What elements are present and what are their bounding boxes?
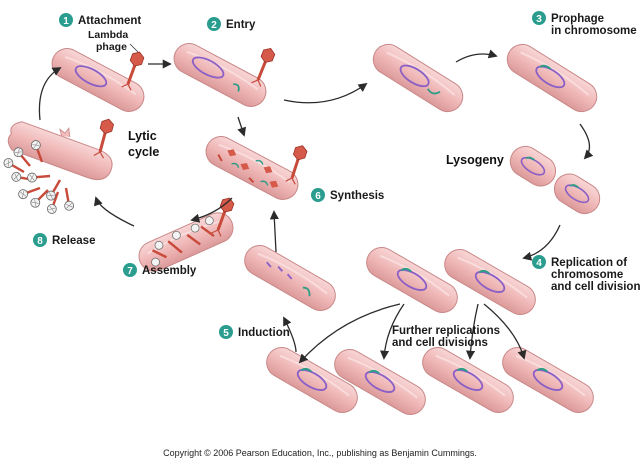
svg-text:cycle: cycle <box>128 145 159 159</box>
svg-text:Assembly: Assembly <box>142 265 197 277</box>
svg-text:Lytic: Lytic <box>128 129 157 143</box>
svg-text:4: 4 <box>536 258 542 269</box>
cell-bottom-3 <box>416 341 520 419</box>
step-6-label: 6 Synthesis <box>311 188 384 202</box>
svg-text:8: 8 <box>37 236 43 247</box>
svg-text:Attachment: Attachment <box>78 15 141 27</box>
svg-text:2: 2 <box>211 20 217 31</box>
svg-text:Lambda: Lambda <box>88 29 128 41</box>
cell-prophage <box>500 37 604 119</box>
step-5-label: 5 Induction <box>219 325 290 339</box>
step-4-label: 4 Replication of chromosome and cell div… <box>532 255 640 293</box>
svg-text:and cell divisions: and cell divisions <box>392 337 488 349</box>
step-1-label: 1 Attachment <box>59 13 141 27</box>
svg-text:Induction: Induction <box>238 327 290 339</box>
cell-dividing <box>509 145 601 215</box>
cell-bottom-2 <box>328 343 432 421</box>
svg-text:1: 1 <box>63 16 69 27</box>
svg-text:Prophage: Prophage <box>551 13 604 25</box>
cycle-arrows <box>38 49 594 364</box>
cell-replicate-a <box>360 241 464 319</box>
svg-text:Replication of: Replication of <box>551 257 627 269</box>
svg-text:Release: Release <box>52 235 95 247</box>
copyright-notice: Copyright © 2006 Pearson Education, Inc.… <box>163 448 477 458</box>
step-7-label: 7 Assembly <box>123 263 197 277</box>
phage-label: Lambda phage <box>88 29 139 53</box>
step-2-label: 2 Entry <box>207 17 256 31</box>
svg-text:6: 6 <box>315 191 321 202</box>
cell-synthesis <box>199 130 305 206</box>
svg-text:and cell division: and cell division <box>551 281 640 293</box>
cell-attachment <box>45 42 151 118</box>
svg-text:chromosome: chromosome <box>551 269 623 281</box>
svg-text:7: 7 <box>127 266 133 277</box>
cell-bursting <box>7 121 113 181</box>
lytic-cycle-label: Lytic cycle <box>128 129 159 159</box>
svg-text:Lysogeny: Lysogeny <box>446 153 504 167</box>
cell-entry <box>167 37 273 113</box>
further-replications-label: Further replications and cell divisions <box>392 325 500 349</box>
cell-induction <box>238 239 342 317</box>
svg-text:5: 5 <box>223 328 229 339</box>
cell-bottom-4 <box>496 341 600 419</box>
svg-text:3: 3 <box>536 14 542 25</box>
svg-text:Entry: Entry <box>226 19 256 31</box>
svg-text:phage: phage <box>96 41 127 53</box>
cell-assembly <box>133 206 239 278</box>
cell-replicate-b <box>438 243 542 321</box>
svg-text:in chromosome: in chromosome <box>551 25 637 37</box>
step-8-label: 8 Release <box>33 233 95 247</box>
lysogeny-label: Lysogeny <box>446 153 504 167</box>
cell-bottom-1 <box>260 341 364 419</box>
svg-text:Synthesis: Synthesis <box>330 190 384 202</box>
cell-lysogeny-a <box>366 37 470 119</box>
svg-text:Further replications: Further replications <box>392 325 500 337</box>
step-3-label: 3 Prophage in chromosome <box>532 11 637 37</box>
